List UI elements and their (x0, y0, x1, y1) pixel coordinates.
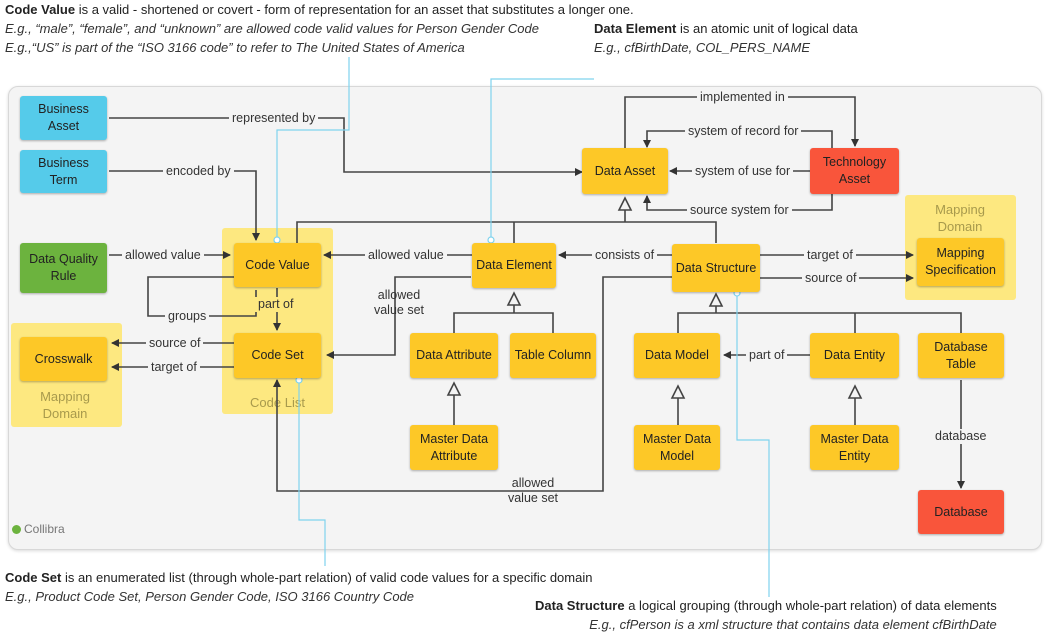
node-database[interactable]: Database (918, 490, 1004, 534)
edge-label-source-of-left: source of (146, 336, 204, 351)
edge-label-part-of-code: part of (255, 297, 297, 312)
code-value-note-example-1: E.g., “male”, “female”, and “unknown” ar… (5, 21, 539, 36)
edge-label-consists-of: consists of (592, 248, 658, 263)
edge-label-allowed-value-dq: allowed value (122, 248, 204, 263)
node-master-data-attribute[interactable]: Master Data Attribute (410, 425, 498, 470)
edge-inherit-data-element (453, 305, 554, 333)
edge-label-allowed-value-de: allowed value (365, 248, 447, 263)
mapping-domain-left-label: Mapping Domain (40, 389, 90, 421)
node-data-structure[interactable]: Data Structure (672, 244, 760, 292)
inherit-triangle-data-structure (708, 292, 724, 307)
node-mapping-specification[interactable]: Mapping Specification (917, 238, 1004, 286)
edge-label-encoded-by: encoded by (163, 164, 234, 179)
edge-label-groups: groups (165, 309, 210, 324)
inherit-triangle-data-entity (847, 384, 863, 399)
edge-label-source-of-right: source of (802, 271, 860, 286)
edge-label-system-of-use: system of use for (692, 164, 794, 179)
code-value-note-example-2: E.g.,“US” is part of the “ISO 3166 code”… (5, 40, 465, 55)
edge-encoded-by (109, 170, 260, 241)
code-value-note-text: is a valid - shortened or covert - form … (75, 2, 634, 17)
data-element-note-text: is an atomic unit of logical data (676, 21, 858, 36)
code-value-note: Code Value is a valid - shortened or cov… (5, 0, 634, 57)
edge-represented-by (109, 117, 583, 176)
callout-data-structure (736, 293, 770, 597)
data-element-note-title: Data Element (594, 21, 677, 36)
edge-label-system-of-record: system of record for (685, 124, 802, 139)
data-structure-note-title: Data Structure (535, 598, 625, 613)
node-business-term[interactable]: Business Term (20, 150, 107, 193)
callout-data-element (490, 78, 594, 240)
data-element-note-example: E.g., cfBirthDate, COL_PERS_NAME (594, 40, 811, 55)
edge-inherit-data-asset (296, 210, 717, 243)
code-set-note-text: is an enumerated list (through whole-par… (61, 570, 593, 585)
inherit-triangle-data-element (506, 291, 522, 306)
node-code-set[interactable]: Code Set (234, 333, 321, 378)
edge-allowed-value-set-de (326, 276, 471, 359)
code-set-note: Code Set is an enumerated list (through … (5, 568, 592, 606)
node-data-element[interactable]: Data Element (472, 243, 556, 288)
callout-code-value (276, 57, 350, 238)
node-code-value[interactable]: Code Value (234, 243, 321, 287)
node-technology-asset[interactable]: Technology Asset (810, 148, 899, 194)
edge-label-target-of-left: target of (148, 360, 200, 375)
mapping-domain-right-label: Mapping Domain (935, 202, 985, 234)
node-table-column[interactable]: Table Column (510, 333, 596, 378)
data-element-note: Data Element is an atomic unit of logica… (594, 19, 858, 57)
node-database-table[interactable]: Database Table (918, 333, 1004, 378)
edge-label-represented-by: represented by (229, 111, 319, 126)
inherit-triangle-data-asset (617, 196, 633, 211)
edge-inherit-data-structure (677, 306, 962, 333)
node-data-model[interactable]: Data Model (634, 333, 720, 378)
data-structure-note-example: E.g., cfPerson is a xml structure that c… (589, 617, 997, 632)
code-set-note-example: E.g., Product Code Set, Person Gender Co… (5, 589, 415, 604)
data-structure-note-text: a logical grouping (through whole-part r… (624, 598, 997, 613)
inherit-triangle-data-attribute (446, 381, 462, 396)
edge-label-allowed-value-set-de: allowed value set (373, 288, 425, 317)
node-master-data-model[interactable]: Master Data Model (634, 425, 720, 470)
code-set-note-title: Code Set (5, 570, 62, 585)
collibra-logo-icon (12, 524, 21, 534)
edge-label-part-of-model: part of (746, 348, 788, 363)
node-data-quality-rule[interactable]: Data Quality Rule (20, 243, 107, 293)
collibra-logo: Collibra (12, 522, 65, 536)
edge-label-database: database (932, 429, 990, 444)
node-master-data-entity[interactable]: Master Data Entity (810, 425, 899, 470)
node-business-asset[interactable]: Business Asset (20, 96, 107, 140)
collibra-logo-text: Collibra (24, 522, 65, 536)
edge-label-implemented-in: implemented in (697, 90, 788, 105)
inherit-triangle-data-model (670, 384, 686, 399)
edge-allowed-value-set-ds (273, 276, 672, 492)
node-data-asset[interactable]: Data Asset (582, 148, 668, 194)
node-data-entity[interactable]: Data Entity (810, 333, 899, 378)
node-crosswalk[interactable]: Crosswalk (20, 337, 107, 381)
edge-label-source-system: source system for (687, 203, 792, 218)
code-value-note-title: Code Value (5, 2, 76, 17)
callout-code-set (298, 380, 326, 566)
edge-label-target-of-right: target of (804, 248, 856, 263)
edge-label-allowed-value-set-ds: allowed value set (507, 476, 559, 505)
node-data-attribute[interactable]: Data Attribute (410, 333, 498, 378)
data-structure-note: Data Structure a logical grouping (throu… (535, 596, 997, 634)
